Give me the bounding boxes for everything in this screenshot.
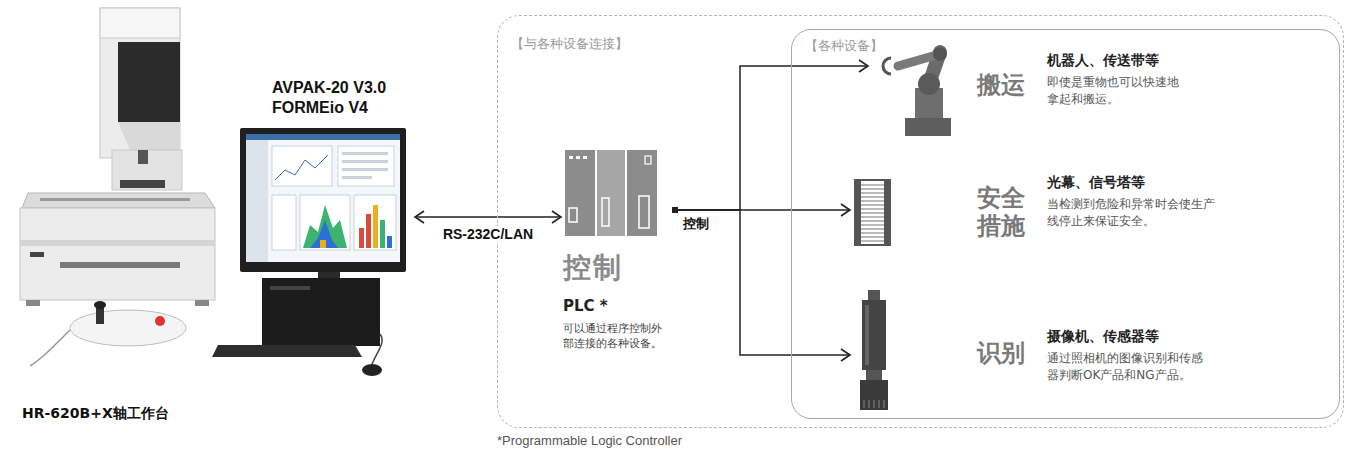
connector-label: RS-232C/LAN <box>441 226 535 242</box>
plc-controller: 控制 PLC * 可以通过程序控制外部连接的各种设备。 <box>561 146 673 371</box>
device-heading: 摄像机、传感器等 <box>1047 328 1159 346</box>
computer <box>212 128 406 376</box>
connector <box>415 211 561 223</box>
category-label: 识别 <box>977 340 1025 368</box>
connector-dot <box>672 207 678 213</box>
plc-note: 可以通过程序控制外部连接的各种设备。 <box>563 321 669 352</box>
camera-icon <box>860 290 888 410</box>
connector-dot <box>672 207 678 213</box>
connection-region: 【与各种设备连接】控制 PLC * 可以通过程序控制外部连接的各种设备。 【各种设备】… <box>497 15 1344 428</box>
device-group: 搬运 机器人、传送带等即使是重物也可以快速地拿起和搬运。 <box>868 38 1336 142</box>
panel-title: 【各种设备】 <box>805 37 883 55</box>
robot-icon <box>883 47 951 136</box>
hardness-tester <box>20 8 215 366</box>
software-name: AVPAK-20 V3.0 FORMEio V4 <box>272 78 407 118</box>
category-label: 搬运 <box>977 72 1025 100</box>
connector-line <box>673 66 868 210</box>
connector <box>672 60 868 213</box>
device-panel: 【各种设备】搬运 机器人、传送带等即使是重物也可以快速地拿起和搬运。安全措施光幕、… <box>791 29 1340 419</box>
arrow-head <box>841 349 850 361</box>
footnote: *Programmable Logic Controller <box>497 433 682 448</box>
connector-label: 控制 <box>681 215 711 233</box>
device-heading: 光幕、信号塔等 <box>1047 174 1145 192</box>
connector-line <box>415 216 561 218</box>
connector-line <box>673 210 850 355</box>
light-curtain-icon <box>855 180 890 245</box>
category-label: 安全措施 <box>977 185 1029 240</box>
arrow-head <box>415 211 424 223</box>
arrow-head <box>841 204 850 216</box>
device-note: 当检测到危险和异常时会使生产线停止来保证安全。 <box>1047 196 1221 231</box>
plc-title: 控制 <box>563 249 623 287</box>
arrow-head <box>859 60 868 72</box>
device-note: 即使是重物也可以快速地拿起和搬运。 <box>1047 74 1184 109</box>
device-group: 安全措施光幕、信号塔等当检测到危险和异常时会使生产线停止来保证安全。 <box>850 174 1336 254</box>
device-note: 通过照相机的图像识别和传感器判断OK产品和NG产品。 <box>1047 350 1209 385</box>
machine-name: HR-620B+X轴工作台 <box>22 405 169 423</box>
connector-dot <box>672 207 678 213</box>
plc-name: PLC * <box>563 297 608 315</box>
workstation: AVPAK-20 V3.0 FORMEio V4 HR-620B+X轴工作台 <box>10 70 415 430</box>
region-title: 【与各种设备连接】 <box>511 35 628 53</box>
device-heading: 机器人、传送带等 <box>1047 52 1159 70</box>
plc-icon <box>565 150 657 236</box>
device-group: 识别 摄像机、传感器等通过照相机的图像识别和传感器判断OK产品和NG产品。 <box>850 290 1336 415</box>
connector-line <box>673 209 850 211</box>
connector <box>672 207 850 361</box>
arrow-head <box>552 211 561 223</box>
